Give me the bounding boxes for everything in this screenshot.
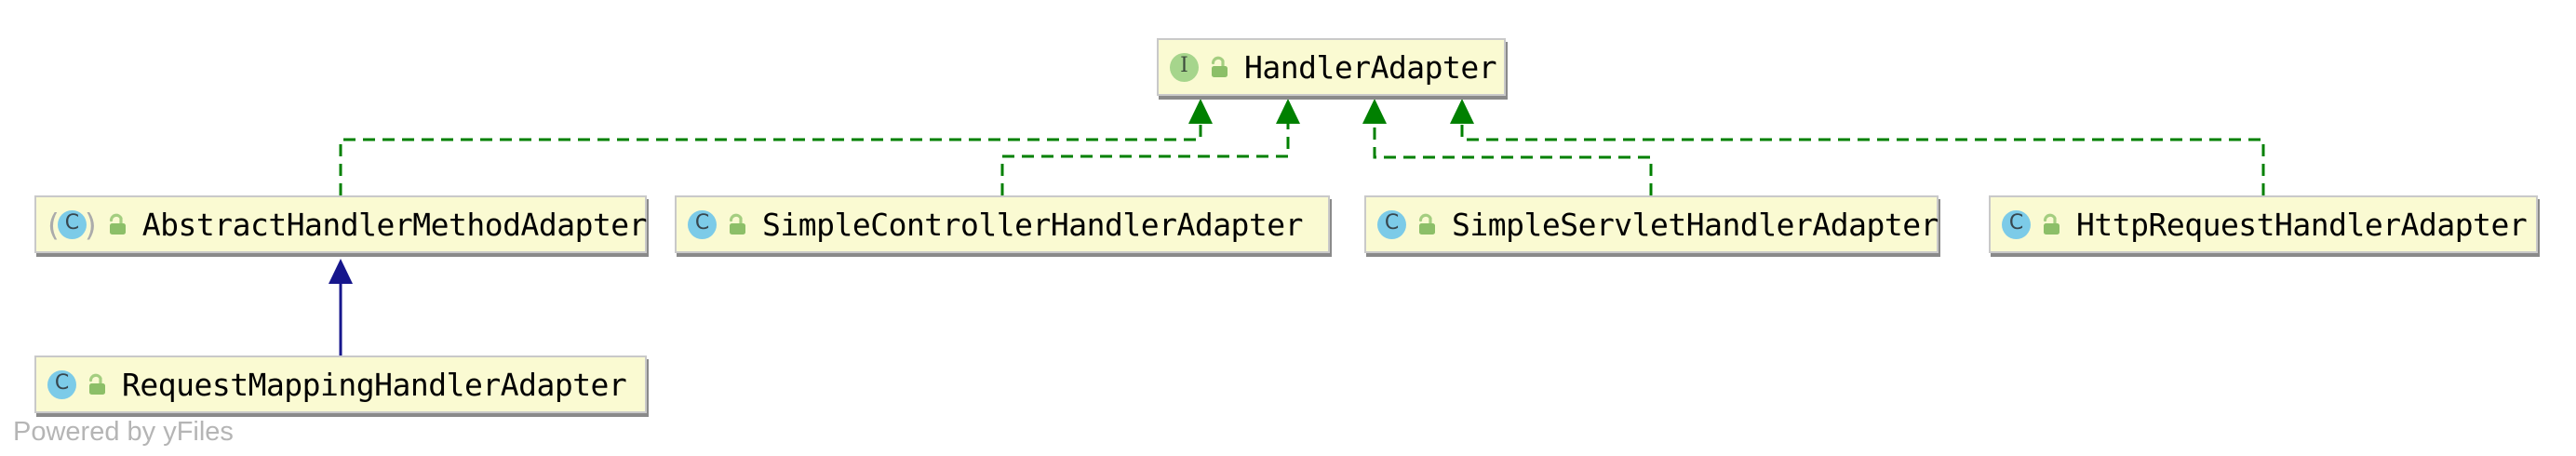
class-node-simplecontrollerhandleradapter[interactable]: C SimpleControllerHandlerAdapter — [675, 195, 1330, 253]
implements-edge-line[interactable] — [1000, 124, 1290, 195]
class-node-httprequesthandleradapter[interactable]: C HttpRequestHandlerAdapter — [1989, 195, 2538, 253]
class-circle-icon: C — [57, 209, 87, 239]
unlocked-padlock-icon — [1211, 56, 1228, 77]
edge-implements-simpleservlethandleradapter[interactable] — [1362, 99, 1653, 195]
interface-letter: I — [1180, 54, 1188, 77]
abstract-paren-close: ) — [84, 206, 97, 243]
edge-implements-abstracthandlermethodadapter[interactable] — [339, 99, 1213, 195]
class-letter: C — [64, 211, 80, 235]
edge-extends-requestmappinghandleradapter[interactable] — [329, 259, 353, 355]
class-letter: C — [694, 211, 710, 235]
interface-icon: I — [1170, 52, 1199, 82]
node-label: SimpleControllerHandlerAdapter — [762, 206, 1304, 243]
triangle-arrowhead-icon — [1450, 99, 1474, 124]
class-icon: C — [1377, 209, 1406, 239]
yfiles-watermark: Powered by yFiles — [13, 417, 234, 447]
node-label: AbstractHandlerMethodAdapter — [141, 206, 648, 243]
node-label: RequestMappingHandlerAdapter — [122, 366, 627, 403]
class-node-requestmappinghandleradapter[interactable]: C RequestMappingHandlerAdapter — [34, 355, 647, 413]
interface-circle-icon: I — [1170, 52, 1199, 82]
class-node-handleradapter[interactable]: I HandlerAdapter — [1157, 38, 1506, 96]
node-label: HttpRequestHandlerAdapter — [2076, 206, 2528, 243]
class-letter: C — [54, 371, 70, 395]
implements-edge-line[interactable] — [339, 124, 1202, 195]
implements-edge-line[interactable] — [1373, 124, 1653, 195]
class-letter: C — [1384, 211, 1400, 235]
node-label: SimpleServletHandlerAdapter — [1452, 206, 1939, 243]
abstract-paren-open: ( — [47, 206, 60, 243]
unlocked-padlock-icon — [1418, 213, 1435, 235]
class-node-abstracthandlermethodadapter[interactable]: ( C ) AbstractHandlerMethodAdapter — [34, 195, 648, 253]
hollowless-triangle-arrowhead-icon — [1188, 99, 1213, 124]
class-circle-icon: C — [688, 209, 717, 239]
edge-implements-simplecontrollerhandleradapter[interactable] — [1000, 99, 1300, 195]
triangle-arrowhead-icon — [329, 259, 353, 284]
abstract-class-icon: ( C ) — [47, 206, 97, 243]
class-node-simpleservlethandleradapter[interactable]: C SimpleServletHandlerAdapter — [1364, 195, 1939, 253]
class-circle-icon: C — [47, 369, 76, 399]
unlocked-padlock-icon — [2043, 213, 2059, 235]
class-letter: C — [2008, 211, 2024, 235]
class-icon: C — [47, 369, 76, 399]
unlocked-padlock-icon — [729, 213, 745, 235]
class-icon: C — [688, 209, 717, 239]
class-circle-icon: C — [2002, 209, 2031, 239]
triangle-arrowhead-icon — [1276, 99, 1300, 124]
implements-edge-line[interactable] — [1460, 124, 2265, 195]
unlocked-padlock-icon — [88, 373, 105, 395]
class-icon: C — [2002, 209, 2031, 239]
unlocked-padlock-icon — [109, 213, 126, 235]
triangle-arrowhead-icon — [1362, 99, 1387, 124]
node-label: HandlerAdapter — [1244, 48, 1497, 86]
class-circle-icon: C — [1377, 209, 1406, 239]
edge-implements-httprequesthandleradapter[interactable] — [1450, 99, 2265, 195]
